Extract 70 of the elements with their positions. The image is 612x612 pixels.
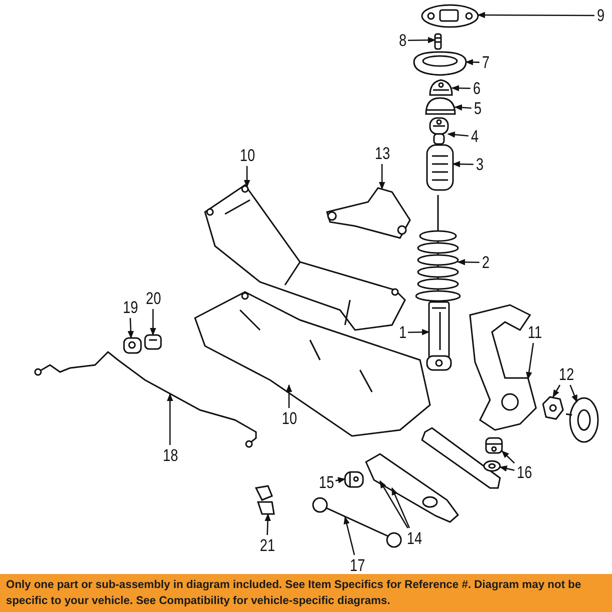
bushing-drawing (123, 337, 142, 354)
lower-control-arm-drawing (365, 453, 460, 523)
callout-number: 13 (374, 145, 390, 162)
callout-number: 19 (122, 299, 138, 316)
leader-line (379, 480, 408, 528)
spring-seat-drawing (425, 97, 456, 115)
washer-drawing (483, 460, 501, 472)
leader-line (457, 259, 480, 266)
callout-number: 5 (473, 100, 482, 117)
callout-number: 17 (349, 557, 365, 574)
callout-number: 15 (318, 474, 334, 491)
mount-plate-drawing (421, 4, 479, 28)
disclaimer-banner: Only one part or sub-assembly in diagram included. See Item Specifics for Reference #. Diagram may not be specific to your vehicle. See Compatibility for vehicle-specific diagrams. (0, 574, 612, 612)
leader-line (286, 384, 292, 408)
callout-number: 9 (596, 7, 604, 24)
leader-line (391, 487, 410, 528)
callout-number: 4 (470, 128, 478, 145)
callout-number: 11 (528, 324, 542, 341)
leader-line (408, 329, 430, 336)
stabilizer-bar-drawing (34, 351, 257, 448)
callout-number: 3 (475, 156, 484, 173)
callout-number: 7 (481, 54, 490, 71)
callout-number: 18 (162, 447, 178, 464)
upper-control-arm-drawing (326, 187, 411, 239)
leader-line (465, 59, 480, 66)
leader-line (447, 132, 468, 138)
bracket-drawing (144, 334, 162, 350)
callout-number: 10 (239, 147, 255, 164)
leader-line (452, 161, 474, 168)
leader-line (451, 85, 470, 92)
wheel-hub-drawing (566, 397, 599, 443)
nut-drawing (542, 396, 564, 420)
callout-number: 12 (558, 366, 574, 383)
callout-number: 10 (281, 410, 297, 427)
crossmember-drawing (194, 291, 431, 437)
callout-number: 14 (406, 530, 422, 547)
leader-line (499, 466, 515, 472)
stud-drawing (434, 33, 442, 50)
callout-number: 16 (516, 464, 532, 481)
leader-line (501, 450, 515, 464)
leader-line (570, 384, 578, 403)
callout-number: 8 (398, 32, 406, 49)
leader-line (378, 164, 386, 190)
callout-number: 2 (481, 254, 490, 271)
leader-line (408, 36, 436, 44)
leader-line (335, 477, 346, 484)
callout-number: 6 (472, 80, 480, 97)
leader-line (526, 342, 534, 380)
leader-line (344, 516, 356, 556)
leader-line (166, 393, 174, 445)
coil-spring-drawing (415, 195, 461, 302)
leader-line (264, 513, 271, 536)
leader-line (454, 104, 472, 111)
shock-absorber-drawing (426, 301, 452, 371)
bushing-drawing (344, 471, 364, 488)
leader-line (552, 384, 560, 398)
bump-stop-drawing (429, 117, 449, 145)
upper-mount-drawing (413, 51, 467, 76)
callout-number: 20 (145, 290, 161, 307)
leader-line (244, 166, 250, 188)
bump-cap-drawing (429, 79, 453, 96)
callout-number: 21 (259, 537, 275, 554)
end-link-drawing (254, 485, 275, 515)
callout-number: 1 (398, 324, 406, 341)
lateral-link-drawing (312, 497, 402, 548)
leader-line (128, 318, 134, 339)
dust-boot-drawing (426, 144, 454, 191)
bushing-drawing (485, 437, 503, 454)
leader-line (477, 12, 594, 18)
leader-line (150, 309, 156, 336)
